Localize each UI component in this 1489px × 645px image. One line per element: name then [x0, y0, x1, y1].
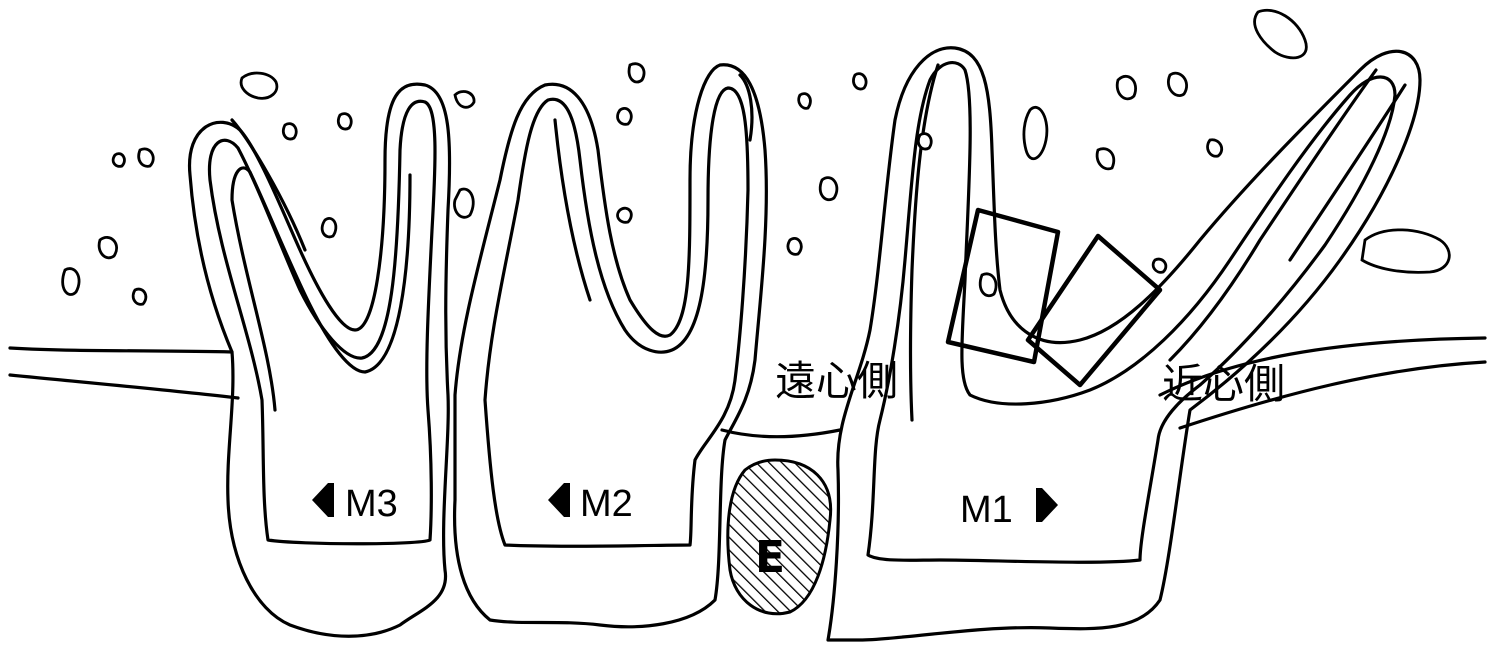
- element-e-label: E: [755, 532, 785, 583]
- tooth-m3-label: M3: [345, 483, 398, 525]
- tooth-m2-label: M2: [580, 483, 633, 525]
- box-2: [1028, 236, 1160, 385]
- arrow-m3-left: [312, 483, 334, 517]
- element-e: E: [728, 460, 831, 614]
- gum-line-left: [10, 348, 238, 398]
- tooth-m1-label: M1: [960, 489, 1013, 531]
- arrow-m2-left: [548, 483, 570, 517]
- distal-side-label: 遠心側: [775, 357, 898, 405]
- interdental-tissue: [722, 430, 840, 437]
- tooth-m2: [455, 65, 767, 627]
- tooth-m1: [828, 48, 1420, 640]
- mesial-side-label: 近心側: [1162, 360, 1285, 408]
- tooth-m3: [190, 84, 450, 636]
- arrow-m1-right: [1036, 488, 1058, 522]
- bone-fragments: [63, 10, 1450, 304]
